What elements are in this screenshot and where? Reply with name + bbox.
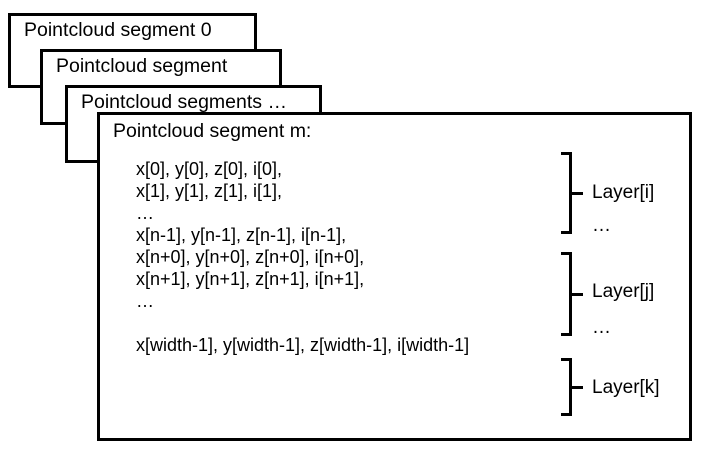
layer-bracket-j-icon: [561, 252, 583, 336]
point-row-ellipsis: …: [136, 291, 154, 311]
point-row: x[n-1], y[n-1], z[n-1], i[n-1],: [136, 225, 347, 245]
point-row: x[n+1], y[n+1], z[n+1], i[n+1],: [136, 269, 365, 289]
point-row: x[width-1], y[width-1], z[width-1], i[wi…: [136, 335, 470, 355]
point-row: x[1], y[1], z[1], i[1],: [136, 181, 283, 201]
layer-label-j: Layer[j]: [592, 281, 655, 302]
layer-label-k: Layer[k]: [592, 377, 660, 398]
layer-bracket-i-icon: [561, 152, 583, 234]
layer-ellipsis-j: …: [592, 317, 611, 338]
layer-bracket-k-icon: [561, 358, 583, 416]
point-row: x[n+0], y[n+0], z[n+0], i[n+0],: [136, 247, 365, 267]
pointcloud-segment-box-m: [97, 112, 692, 441]
pointcloud-segment-title-1: Pointcloud segment: [56, 55, 228, 77]
layer-ellipsis-i: …: [592, 215, 611, 236]
point-rows-list: x[0], y[0], z[0], i[0], x[1], y[1], z[1]…: [136, 158, 469, 356]
point-row: x[0], y[0], z[0], i[0],: [136, 159, 283, 179]
layer-label-i: Layer[i]: [592, 182, 655, 203]
pointcloud-segment-title-2: Pointcloud segments …: [81, 91, 287, 113]
pointcloud-segment-title-m: Pointcloud segment m:: [113, 120, 312, 142]
point-row-ellipsis: …: [136, 203, 154, 223]
pointcloud-segment-title-0: Pointcloud segment 0: [24, 19, 212, 41]
